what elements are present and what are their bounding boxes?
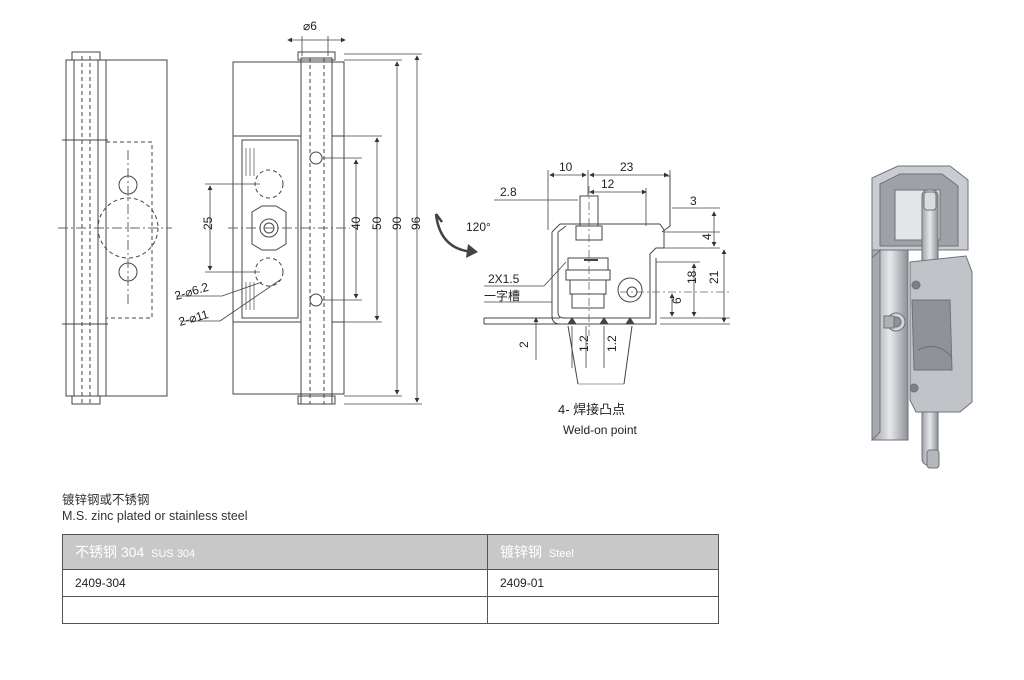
header-stainless-sub: SUS 304 [151,548,196,560]
table-cell: 2409-01 [487,569,719,597]
dim-hole-small: 2-⌀6.2 [173,280,210,303]
dim-pin-diameter: ⌀6 [303,19,317,33]
slot-size-label: 2X1.5 [488,272,520,286]
dim-1-2-a: 1.2 [577,335,591,352]
header-stainless-main: 不锈钢 304 [75,544,145,560]
weld-cn-label: 4- 焊接凸点 [558,402,625,417]
table-header-steel: 镀锌钢 Steel [487,534,719,570]
dim-1-2-b: 1.2 [605,335,619,352]
table-header-stainless: 不锈钢 304 SUS 304 [62,534,488,570]
dim-96: 96 [409,216,423,230]
dim-50: 50 [370,216,384,230]
weld-view [434,175,730,385]
weld-en-label: Weld-on point [563,423,637,437]
dim-10: 10 [559,160,573,174]
material-caption-en: M.S. zinc plated or stainless steel [62,509,248,523]
dim-23: 23 [620,160,634,174]
table-cell: 2409-304 [62,569,488,597]
dim-18: 18 [685,270,699,284]
table-header-row: 不锈钢 304 SUS 304 镀锌钢 Steel [62,534,719,570]
dim-2-8: 2.8 [500,185,517,199]
table-row [62,596,719,624]
weld-dimension-labels: 120° 10 23 12 2.8 3 4 18 21 6 2 1.2 1.2 … [466,160,721,437]
product-photo [871,165,973,469]
dim-40: 40 [349,216,363,230]
material-caption-cn: 镀锌钢或不锈钢 [62,493,150,507]
dim-6: 6 [670,297,684,304]
dim-21: 21 [707,270,721,284]
dim-2: 2 [517,341,531,348]
header-steel-sub: Steel [548,548,574,560]
side-view [228,51,350,405]
table-cell [62,596,488,624]
dim-120: 120° [466,220,491,234]
table-cell [487,596,719,624]
table-row: 2409-304 2409-01 [62,569,719,597]
dim-25: 25 [201,216,215,230]
header-steel-main: 镀锌钢 [500,544,542,560]
dim-4: 4 [700,233,714,240]
side-dimensions [176,36,422,405]
weld-dimensions [484,170,730,368]
dim-3: 3 [690,194,697,208]
dim-12: 12 [601,177,615,191]
dim-90: 90 [390,216,404,230]
dim-hole-large: 2-⌀11 [177,307,210,329]
model-table: 不锈钢 304 SUS 304 镀锌钢 Steel 2409-304 2409-… [62,534,719,624]
slot-cn-label: 一字槽 [484,288,520,303]
front-view [58,51,172,406]
